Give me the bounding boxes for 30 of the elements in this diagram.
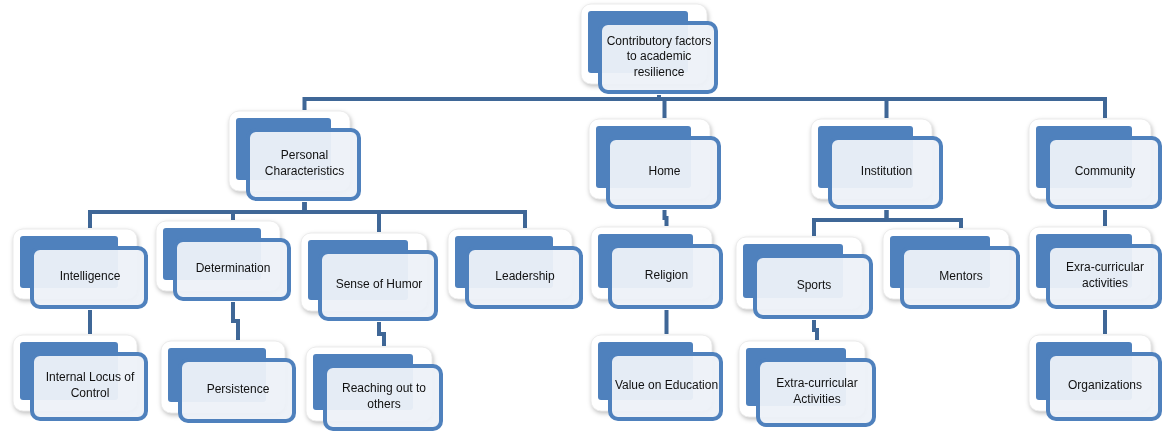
node-label: Organizations xyxy=(1067,378,1142,394)
connector-line xyxy=(231,302,240,340)
node-label: Home xyxy=(648,164,681,180)
node-label: Reaching out to others xyxy=(340,381,428,413)
connector-line xyxy=(88,310,92,334)
node-label: Community xyxy=(1074,164,1136,180)
connector-line xyxy=(1103,210,1107,226)
connector-line xyxy=(884,210,963,228)
node-label: Internal Locus of Control xyxy=(44,370,136,402)
node-label: Contributory factors to academic resilience xyxy=(605,33,713,81)
connector-line xyxy=(662,210,669,226)
node-label: Value on Education xyxy=(614,378,719,394)
connector-line xyxy=(377,322,386,346)
connector-line xyxy=(812,320,819,340)
node-label: Determination xyxy=(195,261,271,277)
node-label: Institution xyxy=(860,164,913,180)
connector-line xyxy=(664,310,669,334)
connector-line xyxy=(657,94,1107,118)
connector-line xyxy=(302,202,527,228)
node-label: Sense of Humor xyxy=(335,277,423,293)
node-label: Religion xyxy=(644,268,689,284)
node-label: Exra-curricular activities xyxy=(1065,260,1145,292)
node-label: Mentors xyxy=(939,269,983,285)
node-label: Intelligence xyxy=(59,269,121,285)
node-label: Sports xyxy=(796,278,832,294)
node-label: Leadership xyxy=(495,269,555,285)
node-label: Personal Characteristics xyxy=(263,148,346,180)
connector-line xyxy=(1103,310,1107,334)
node-label: Persistence xyxy=(206,382,270,398)
node-label: Extra-curricular Activities xyxy=(775,376,859,408)
